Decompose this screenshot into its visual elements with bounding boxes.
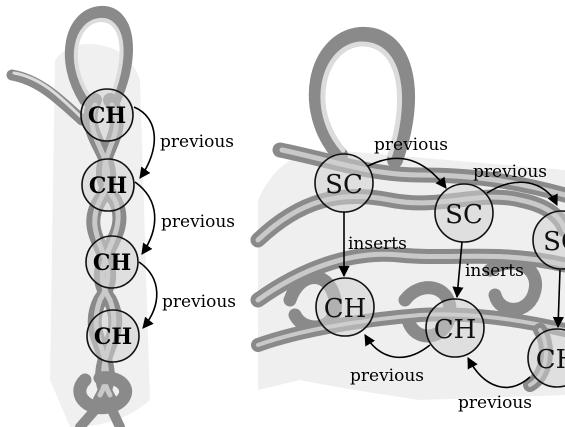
right-yarn-photo: [258, 35, 565, 400]
edge-label-sc1-ch5: inserts: [348, 234, 407, 254]
node-label: CH: [536, 345, 565, 375]
node-label: CH: [434, 315, 477, 345]
left-yarn-photo: [12, 12, 150, 427]
node-label: CH: [94, 324, 132, 350]
node-label: CH: [93, 250, 131, 276]
node-ch-4: CH: [87, 310, 139, 362]
edge-label-previous-1: previous: [160, 132, 234, 152]
edge-label-sc2-ch6: inserts: [465, 261, 524, 281]
edge-label-sc2-sc3: previous: [473, 162, 547, 182]
node-ch-1: CH: [81, 89, 133, 141]
node-label: SC: [445, 200, 483, 230]
node-sc-2: SC: [435, 184, 493, 242]
edge-label-sc1-sc2: previous: [374, 135, 448, 155]
node-ch-5: CH: [316, 278, 374, 336]
edge-label-previous-3: previous: [162, 292, 236, 312]
node-ch-2: CH: [82, 159, 134, 211]
node-label: SC: [325, 170, 363, 200]
edge-label-previous-2: previous: [161, 212, 235, 232]
node-label: CH: [324, 294, 367, 324]
node-label: CH: [88, 103, 126, 129]
edge-label-ch7-ch6: previous: [458, 393, 532, 413]
node-ch-6: CH: [426, 299, 484, 357]
node-ch-3: CH: [86, 236, 138, 288]
node-label: CH: [89, 173, 127, 199]
edge-label-ch6-ch5: previous: [350, 366, 424, 386]
node-sc-1: SC: [315, 154, 373, 212]
node-label: SC: [543, 227, 565, 257]
